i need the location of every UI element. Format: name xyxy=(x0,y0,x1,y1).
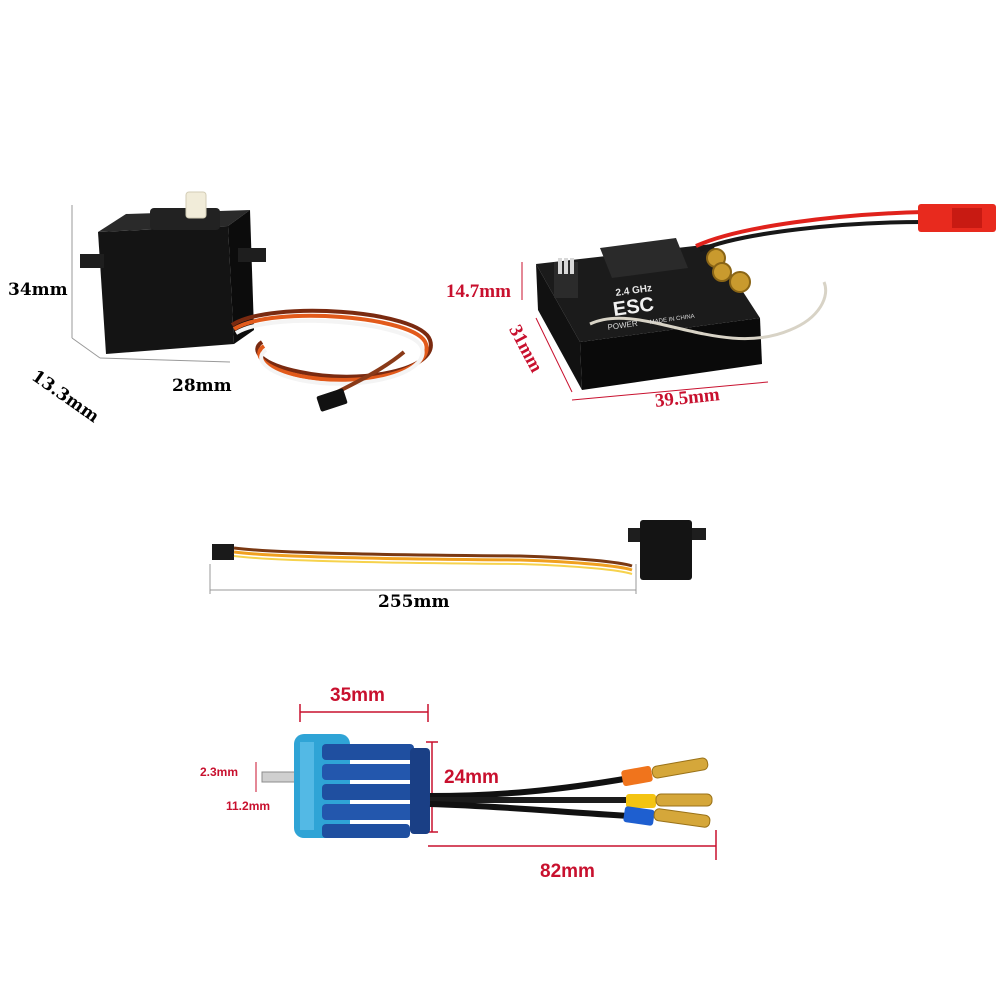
esc-power-label: POWER xyxy=(607,319,638,332)
servo-height-label: 34mm xyxy=(8,280,68,300)
servo-large xyxy=(71,191,433,412)
motor-length-label: 35mm xyxy=(330,685,385,706)
esc-unit: 2.4 GHz ESC POWER MADE IN CHINA xyxy=(521,204,996,401)
shaft-diameter-label: 2.3mm xyxy=(200,765,239,779)
cable-length-label: 255mm xyxy=(378,592,450,612)
esc-height-label: 14.7mm xyxy=(446,281,511,302)
shaft-length-label: 11.2mm xyxy=(226,799,271,813)
brushless-motor xyxy=(255,704,717,860)
servo-small xyxy=(209,520,706,594)
wire-length-label: 82mm xyxy=(540,861,595,882)
motor-diameter-label: 24mm xyxy=(444,767,499,788)
esc-freq-label: 2.4 GHz xyxy=(615,283,653,299)
servo-width-label: 28mm xyxy=(172,376,232,396)
